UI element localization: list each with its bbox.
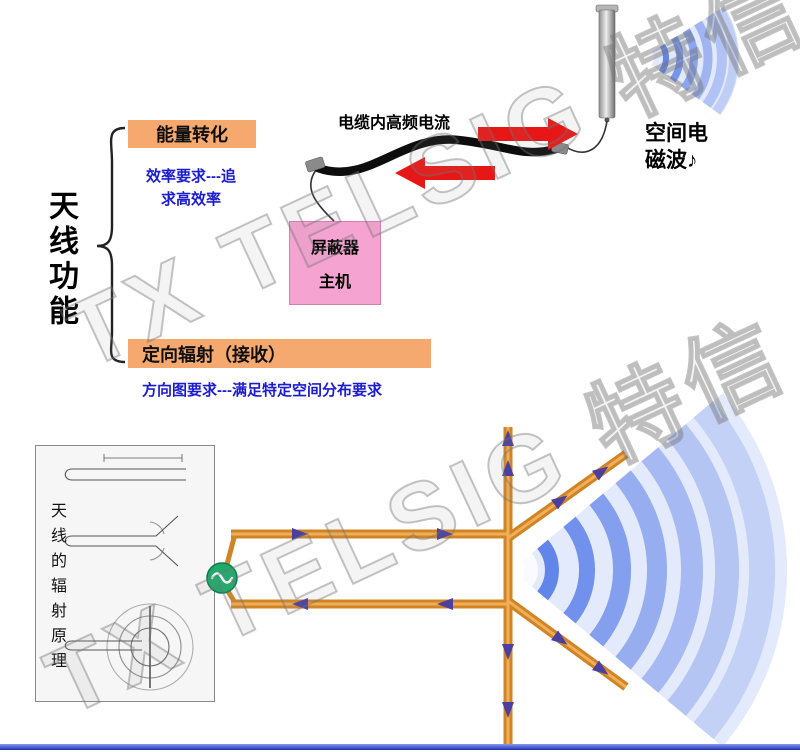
- efficiency-note-line1: 效率要求---追: [146, 168, 236, 185]
- shield-device-line2: 主机: [318, 274, 351, 291]
- antenna-rod: [595, 4, 619, 123]
- energy-conversion-box: 能量转化: [128, 120, 256, 148]
- energy-conversion-label: 能量转化: [156, 125, 228, 145]
- directional-radiation-label: 定向辐射（接收）: [142, 344, 286, 365]
- efficiency-note: 效率要求---追 求高效率: [116, 166, 266, 211]
- radiation-principle-label: 天线的辐射原理: [48, 502, 65, 677]
- red-current-arrows: [395, 118, 578, 189]
- bottom-divider: [0, 744, 800, 750]
- space-wave-label: 空间电 磁波♪: [645, 120, 708, 175]
- shield-host-box: 屏蔽器 主机: [289, 221, 381, 305]
- antenna-principle-panel: [35, 445, 215, 702]
- shield-device-line1: 屏蔽器: [310, 240, 359, 257]
- cable-connector-left: [305, 156, 326, 173]
- bottom-radiation-fan: [486, 393, 788, 747]
- space-wave-line1: 空间电: [645, 122, 708, 145]
- arrow-right: [478, 118, 578, 150]
- brace: [96, 126, 126, 364]
- space-wave-line2: 磁波♪: [645, 149, 698, 173]
- page-title: 天线功能: [44, 190, 77, 330]
- antenna-evolution-sketch: [64, 454, 194, 691]
- top-radiation-fan: [634, 6, 739, 116]
- arrow-left: [395, 157, 495, 189]
- ac-source-icon: [206, 562, 238, 594]
- efficiency-note-line2: 求高效率: [160, 190, 221, 208]
- pattern-note: 方向图要求---满足特定空间分布要求: [142, 382, 382, 399]
- directional-radiation-box: 定向辐射（接收）: [128, 339, 431, 368]
- current-direction-arrows: [292, 430, 609, 718]
- cable-current-label: 电缆内高频电流: [338, 115, 451, 132]
